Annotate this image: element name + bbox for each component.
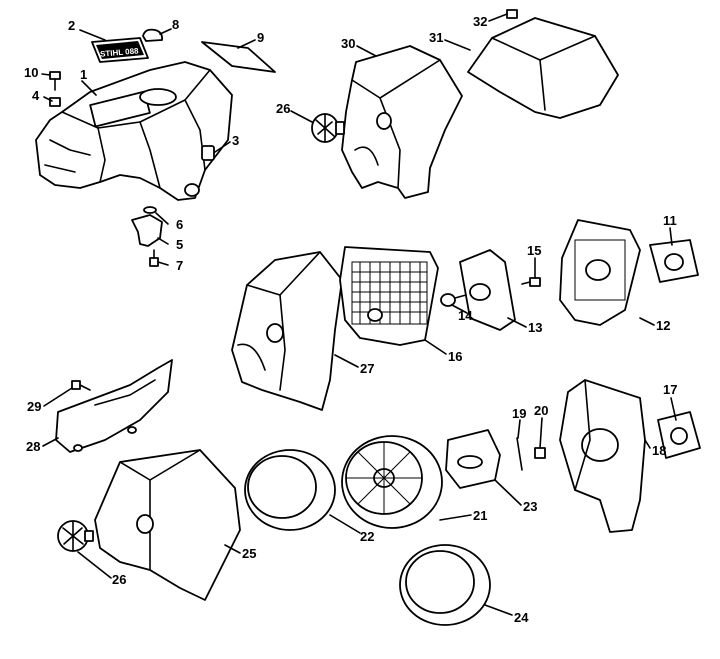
callout-26-top: 26 [276,101,290,116]
part-21-air-filter [341,435,443,529]
callout-14: 14 [458,308,473,323]
part-2-decal: STIHL 088 [91,37,149,63]
part-3-sleeve [201,145,215,161]
part-9-plate [201,41,276,73]
callout-28: 28 [26,439,40,454]
callout-19: 19 [512,406,526,421]
part-4-nut [49,97,61,107]
callout-labels: 1 2 3 4 5 6 7 8 9 10 11 12 13 14 15 16 1… [24,14,677,625]
callout-7: 7 [176,258,183,273]
callout-16: 16 [448,349,462,364]
part-32-nut [506,9,518,19]
part-24-ring [399,544,491,626]
part-26-knob-bottom [57,520,94,552]
callout-29: 29 [27,399,41,414]
part-15-screw [521,277,541,287]
part-30-cover [341,45,463,199]
part-31-top-cover [467,17,619,119]
callout-2: 2 [68,18,75,33]
callout-3: 3 [232,133,239,148]
callout-12: 12 [656,318,670,333]
callout-18: 18 [652,443,666,458]
callout-32: 32 [473,14,487,29]
callout-4: 4 [32,88,40,103]
leader-lines [41,13,677,616]
callout-15: 15 [527,243,541,258]
part-28-plate [55,359,173,453]
part-23-foam [445,429,501,489]
callout-25: 25 [242,546,256,561]
decal-text: STIHL 088 [100,46,140,58]
callout-5: 5 [176,237,183,252]
part-20-nut [534,447,546,459]
part-17-gasket [657,411,701,459]
part-10-screw [49,71,61,91]
callout-6: 6 [176,217,183,232]
callout-17: 17 [663,382,677,397]
callout-24: 24 [514,610,529,625]
callout-23: 23 [523,499,537,514]
callout-1: 1 [80,67,87,82]
callout-8: 8 [172,17,179,32]
part-1-shroud [35,61,233,201]
callout-21: 21 [473,508,487,523]
part-18-adapter [559,379,646,533]
callout-10: 10 [24,65,38,80]
part-14-screw [440,293,467,307]
part-5-bracket [131,206,163,267]
part-19-stud [516,437,523,471]
callout-13: 13 [528,320,542,335]
callout-26-bottom: 26 [112,572,126,587]
callout-27: 27 [360,361,374,376]
part-11-gasket [649,239,699,283]
callout-9: 9 [257,30,264,45]
part-25-bottom-cover [94,449,241,601]
part-22-prefilter [244,449,336,531]
callout-30: 30 [341,36,355,51]
callout-22: 22 [360,529,374,544]
part-29-screw [71,380,91,391]
callout-11: 11 [663,213,677,228]
callout-31: 31 [429,30,443,45]
part-26-knob-top [311,113,345,143]
part-13-bracket [459,249,516,331]
part-16-filter-element [339,246,439,346]
part-27-filter-cover [231,251,343,411]
part-8-cap [142,28,164,42]
part-12-carb-box [559,219,641,326]
callout-20: 20 [534,403,548,418]
